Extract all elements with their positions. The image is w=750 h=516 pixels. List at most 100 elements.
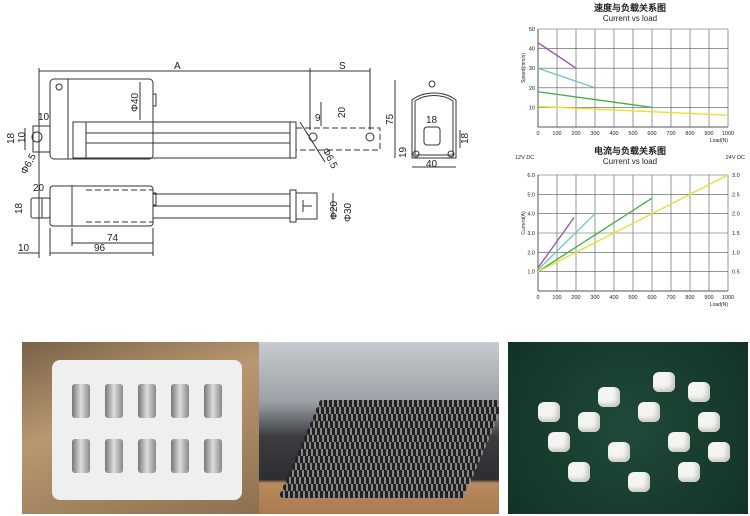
dim-10-left: 10 [17, 131, 28, 143]
motor [105, 384, 123, 418]
technical-drawing: A S Φ40 10 18 10 Φ6.5 20 18 74 96 10 9 2… [6, 61, 471, 258]
y-tick-label: 1.0 [527, 270, 535, 276]
photo-packed-motors [22, 342, 269, 514]
series-line-yellow [537, 174, 729, 273]
y-right-tick-label: 3.0 [732, 173, 740, 179]
x-tick-label: 500 [628, 131, 637, 137]
y-right-tick-label: 2.0 [732, 212, 740, 218]
motor [72, 384, 90, 418]
x-axis-label: Load(N) [710, 138, 728, 144]
lead-screw [301, 442, 486, 449]
lead-screw [307, 428, 492, 435]
dim-18-left: 18 [6, 132, 17, 144]
x-tick-label: 700 [666, 131, 675, 137]
x-axis-label: Load(N) [710, 302, 728, 308]
dim-18-end-height: 18 [460, 132, 471, 144]
lead-screw [292, 463, 477, 470]
actuator-end-view [394, 80, 461, 168]
x-tick-label: 800 [685, 131, 694, 137]
plastic-part [688, 382, 710, 402]
y-tick-label: 2.0 [527, 250, 535, 256]
y-tick-label: 4.0 [527, 212, 535, 218]
y-tick-label: 5.0 [527, 192, 535, 198]
x-tick-label: 200 [571, 131, 580, 137]
x-tick-label: 500 [628, 295, 637, 301]
dim-40-end: 40 [426, 159, 438, 170]
y-tick-label: 40 [529, 47, 535, 53]
lead-screw [298, 449, 483, 456]
dim-18-rear: 18 [14, 202, 25, 214]
lead-screw [280, 491, 465, 498]
y-axis-label: Current(A) [521, 211, 527, 235]
series-line-purple [537, 42, 577, 69]
lead-screw [295, 456, 480, 463]
dim-A: A [174, 61, 181, 72]
y-tick-label: 3.0 [527, 231, 535, 237]
plastic-part [698, 412, 720, 432]
plastic-part [708, 442, 730, 462]
x-tick-label: 100 [552, 131, 561, 137]
x-tick-label: 300 [590, 131, 599, 137]
x-tick-label: 400 [609, 295, 618, 301]
plastic-part [548, 432, 570, 452]
x-tick-label: 700 [666, 295, 675, 301]
x-tick-label: 0 [536, 131, 539, 137]
dim-75: 75 [385, 113, 396, 125]
x-tick-label: 600 [647, 131, 656, 137]
dim-74: 74 [107, 233, 119, 244]
y-tick-label: 20 [529, 86, 535, 92]
y-right-tick-label: 1.0 [732, 250, 740, 256]
plastic-part [628, 472, 650, 492]
x-tick-label: 300 [590, 295, 599, 301]
lead-screw [319, 400, 499, 407]
motor [138, 384, 156, 418]
lead-screw [310, 421, 495, 428]
chart-subtitle: Current vs load [603, 14, 657, 23]
actuator-top-view [24, 68, 381, 258]
chart-title: 速度与负载关系图 [594, 2, 666, 13]
dim-10-bottom: 10 [18, 243, 30, 254]
motor [72, 439, 90, 473]
plastic-part [678, 462, 700, 482]
plastic-part [578, 412, 600, 432]
y-tick-label: 50 [529, 27, 535, 33]
chart-subtitle: Current vs load [603, 157, 657, 166]
motor [171, 439, 189, 473]
photo-lead-screws [259, 342, 499, 514]
x-tick-label: 200 [571, 295, 580, 301]
lead-screw [286, 477, 471, 484]
dim-20-rear: 20 [33, 183, 45, 194]
motor [204, 384, 222, 418]
plastic-part [538, 402, 560, 422]
dim-diameter-30-tube: Φ30 [343, 202, 354, 222]
photo-plastic-parts [508, 342, 748, 514]
dim-10-top: 10 [38, 112, 50, 123]
y-right-tick-label: 1.5 [732, 231, 740, 237]
plastic-part [598, 387, 620, 407]
dim-20-rod: 20 [337, 106, 348, 118]
dim-19: 19 [398, 146, 409, 158]
dim-18-end-width: 18 [426, 115, 438, 126]
lead-screw [304, 435, 489, 442]
dim-diameter-20-tube: Φ20 [329, 200, 340, 220]
chart-title: 电流与负载关系图 [594, 145, 666, 156]
y-tick-label: 6.0 [527, 173, 535, 179]
x-tick-label: 900 [704, 131, 713, 137]
x-tick-label: 0 [536, 295, 539, 301]
x-tick-label: 800 [685, 295, 694, 301]
x-tick-label: 100 [552, 295, 561, 301]
plastic-part [668, 432, 690, 452]
motor [204, 439, 222, 473]
y-tick-label: 30 [529, 66, 535, 72]
series-line-green [537, 197, 653, 273]
series-line-yellow [537, 105, 729, 116]
series-line-cyan [537, 213, 596, 271]
series-line-purple [537, 217, 575, 269]
x-tick-label: 1000 [722, 131, 734, 137]
x-tick-label: 600 [647, 295, 656, 301]
dim-9: 9 [315, 113, 321, 124]
dim-diameter-40: Φ40 [130, 92, 141, 112]
x-tick-label: 400 [609, 131, 618, 137]
